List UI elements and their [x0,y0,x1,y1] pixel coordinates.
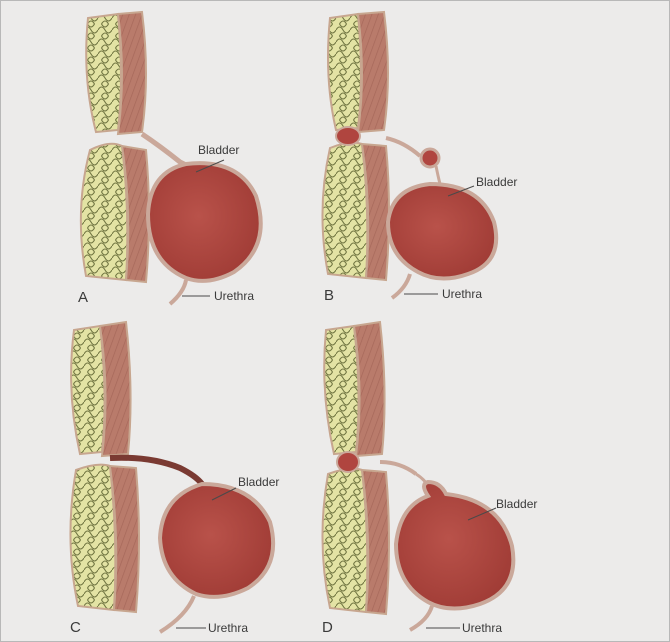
panel-letter-a: A [78,289,88,306]
panel-letter-b: B [324,287,334,304]
bladder-label-c: Bladder [238,475,279,489]
bladder-label-a: Bladder [198,143,239,157]
bladder-label-b: Bladder [476,175,517,189]
urethra-label-b: Urethra [442,287,482,301]
urethra-label-a: Urethra [214,289,254,303]
panel-letter-d: D [322,619,333,636]
urethra-label-d: Urethra [462,621,502,635]
bladder-label-d: Bladder [496,497,537,511]
panel-letter-c: C [70,619,81,636]
urethra-label-c: Urethra [208,621,248,635]
